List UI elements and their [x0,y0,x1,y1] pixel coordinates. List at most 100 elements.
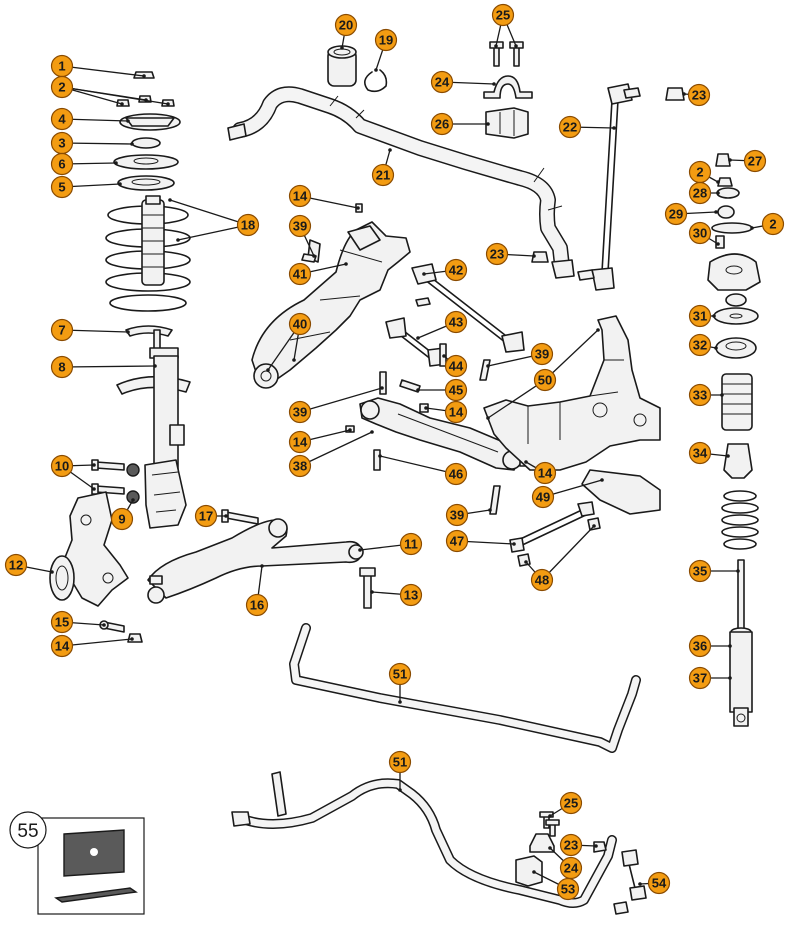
callout-circle [50,152,74,176]
rear-stabilizer-bar-lower [231,771,617,908]
callout-number: 39 [535,347,549,362]
callout-23: 23 [485,242,509,266]
callout-circle [50,318,74,342]
leader-dot [548,846,552,850]
callout-number: 43 [449,315,463,330]
callout-circle [430,112,454,136]
callout-number: 10 [55,459,69,474]
leader-line [61,142,133,145]
leader-dot [142,74,146,78]
callout-circle [445,503,469,527]
callout-51: 51 [388,662,412,686]
callout-circle [530,342,554,366]
callout-number: 48 [535,573,549,588]
toe-link [385,317,447,367]
leader-dot [344,262,348,266]
inset-panel [37,817,145,915]
leader-dot [126,330,130,334]
steering-knuckle [49,491,129,607]
leader-line [299,431,373,467]
callout-number: 42 [449,263,463,278]
callout-45: 45 [444,378,468,402]
leader-dot [728,676,732,680]
callout-41: 41 [288,262,312,286]
callout-circle [688,333,712,357]
callout-number: 2 [696,165,703,180]
leader-dot [600,478,604,482]
leader-dot [380,386,384,390]
rear-stabilizer-bar-upper [289,623,641,753]
callout-number: 39 [293,405,307,420]
callout-circle [559,791,583,815]
callout-47: 47 [445,529,469,553]
callout-10: 10 [50,454,74,478]
lower-bolt-nut [99,620,143,643]
callout-circle [388,750,412,774]
callout-number: 26 [435,117,449,132]
callout-circle [194,504,218,528]
callout-6: 6 [50,152,74,176]
callout-54: 54 [647,871,671,895]
callout-number: 15 [55,615,69,630]
callout-number: 28 [693,186,707,201]
callout-38: 38 [288,454,312,478]
leader-dot [720,393,724,397]
leader-dot [532,870,536,874]
inset-label-badge: 55 [9,811,47,849]
leader-dot [358,548,362,552]
callout-number: 32 [693,338,707,353]
callout-circle [485,242,509,266]
callout-number: 45 [449,383,463,398]
callout-circle [743,149,767,173]
callout-circle [533,368,557,392]
callout-50: 50 [533,368,557,392]
leader-line [541,525,595,581]
callout-circle [288,262,312,286]
leader-line [61,65,145,77]
callout-circle [288,454,312,478]
callout-circle [445,529,469,553]
callout-42: 42 [444,258,468,282]
leader-line [299,387,383,413]
callout-18: 18 [236,213,260,237]
leader-dot [714,210,718,214]
leader-dot [486,416,490,420]
callout-14: 14 [288,184,312,208]
leader-dot [492,82,496,86]
callout-32: 32 [688,333,712,357]
leader-line [487,379,546,419]
leader-dot [486,122,490,126]
callout-48: 48 [530,568,554,592]
callout-31: 31 [688,304,712,328]
leader-dot [716,191,720,195]
callout-number: 53 [561,882,575,897]
callout-24: 24 [430,70,454,94]
callout-number: 14 [449,405,464,420]
callout-14: 14 [288,430,312,454]
leader-line [61,638,133,647]
callout-39: 39 [445,503,469,527]
callout-circle [533,461,557,485]
leader-line [544,329,599,381]
leader-dot [92,487,96,491]
callout-circle [399,532,423,556]
leader-dot [388,148,392,152]
small-fastener-upper-right [419,403,429,413]
leader-dot [728,158,732,162]
leader-dot [166,102,170,106]
callout-number: 44 [449,359,464,374]
leader-dot [750,226,754,230]
leader-dot [524,460,528,464]
callout-circle [50,175,74,199]
callout-number: 20 [339,18,353,33]
leader-dot [356,206,360,210]
leader-dot [114,161,118,165]
callout-circle [531,485,555,509]
callout-23: 23 [559,833,583,857]
leader-dot [548,814,552,818]
callout-number: 51 [393,667,407,682]
callout-53: 53 [556,877,580,901]
callout-circle [444,400,468,424]
